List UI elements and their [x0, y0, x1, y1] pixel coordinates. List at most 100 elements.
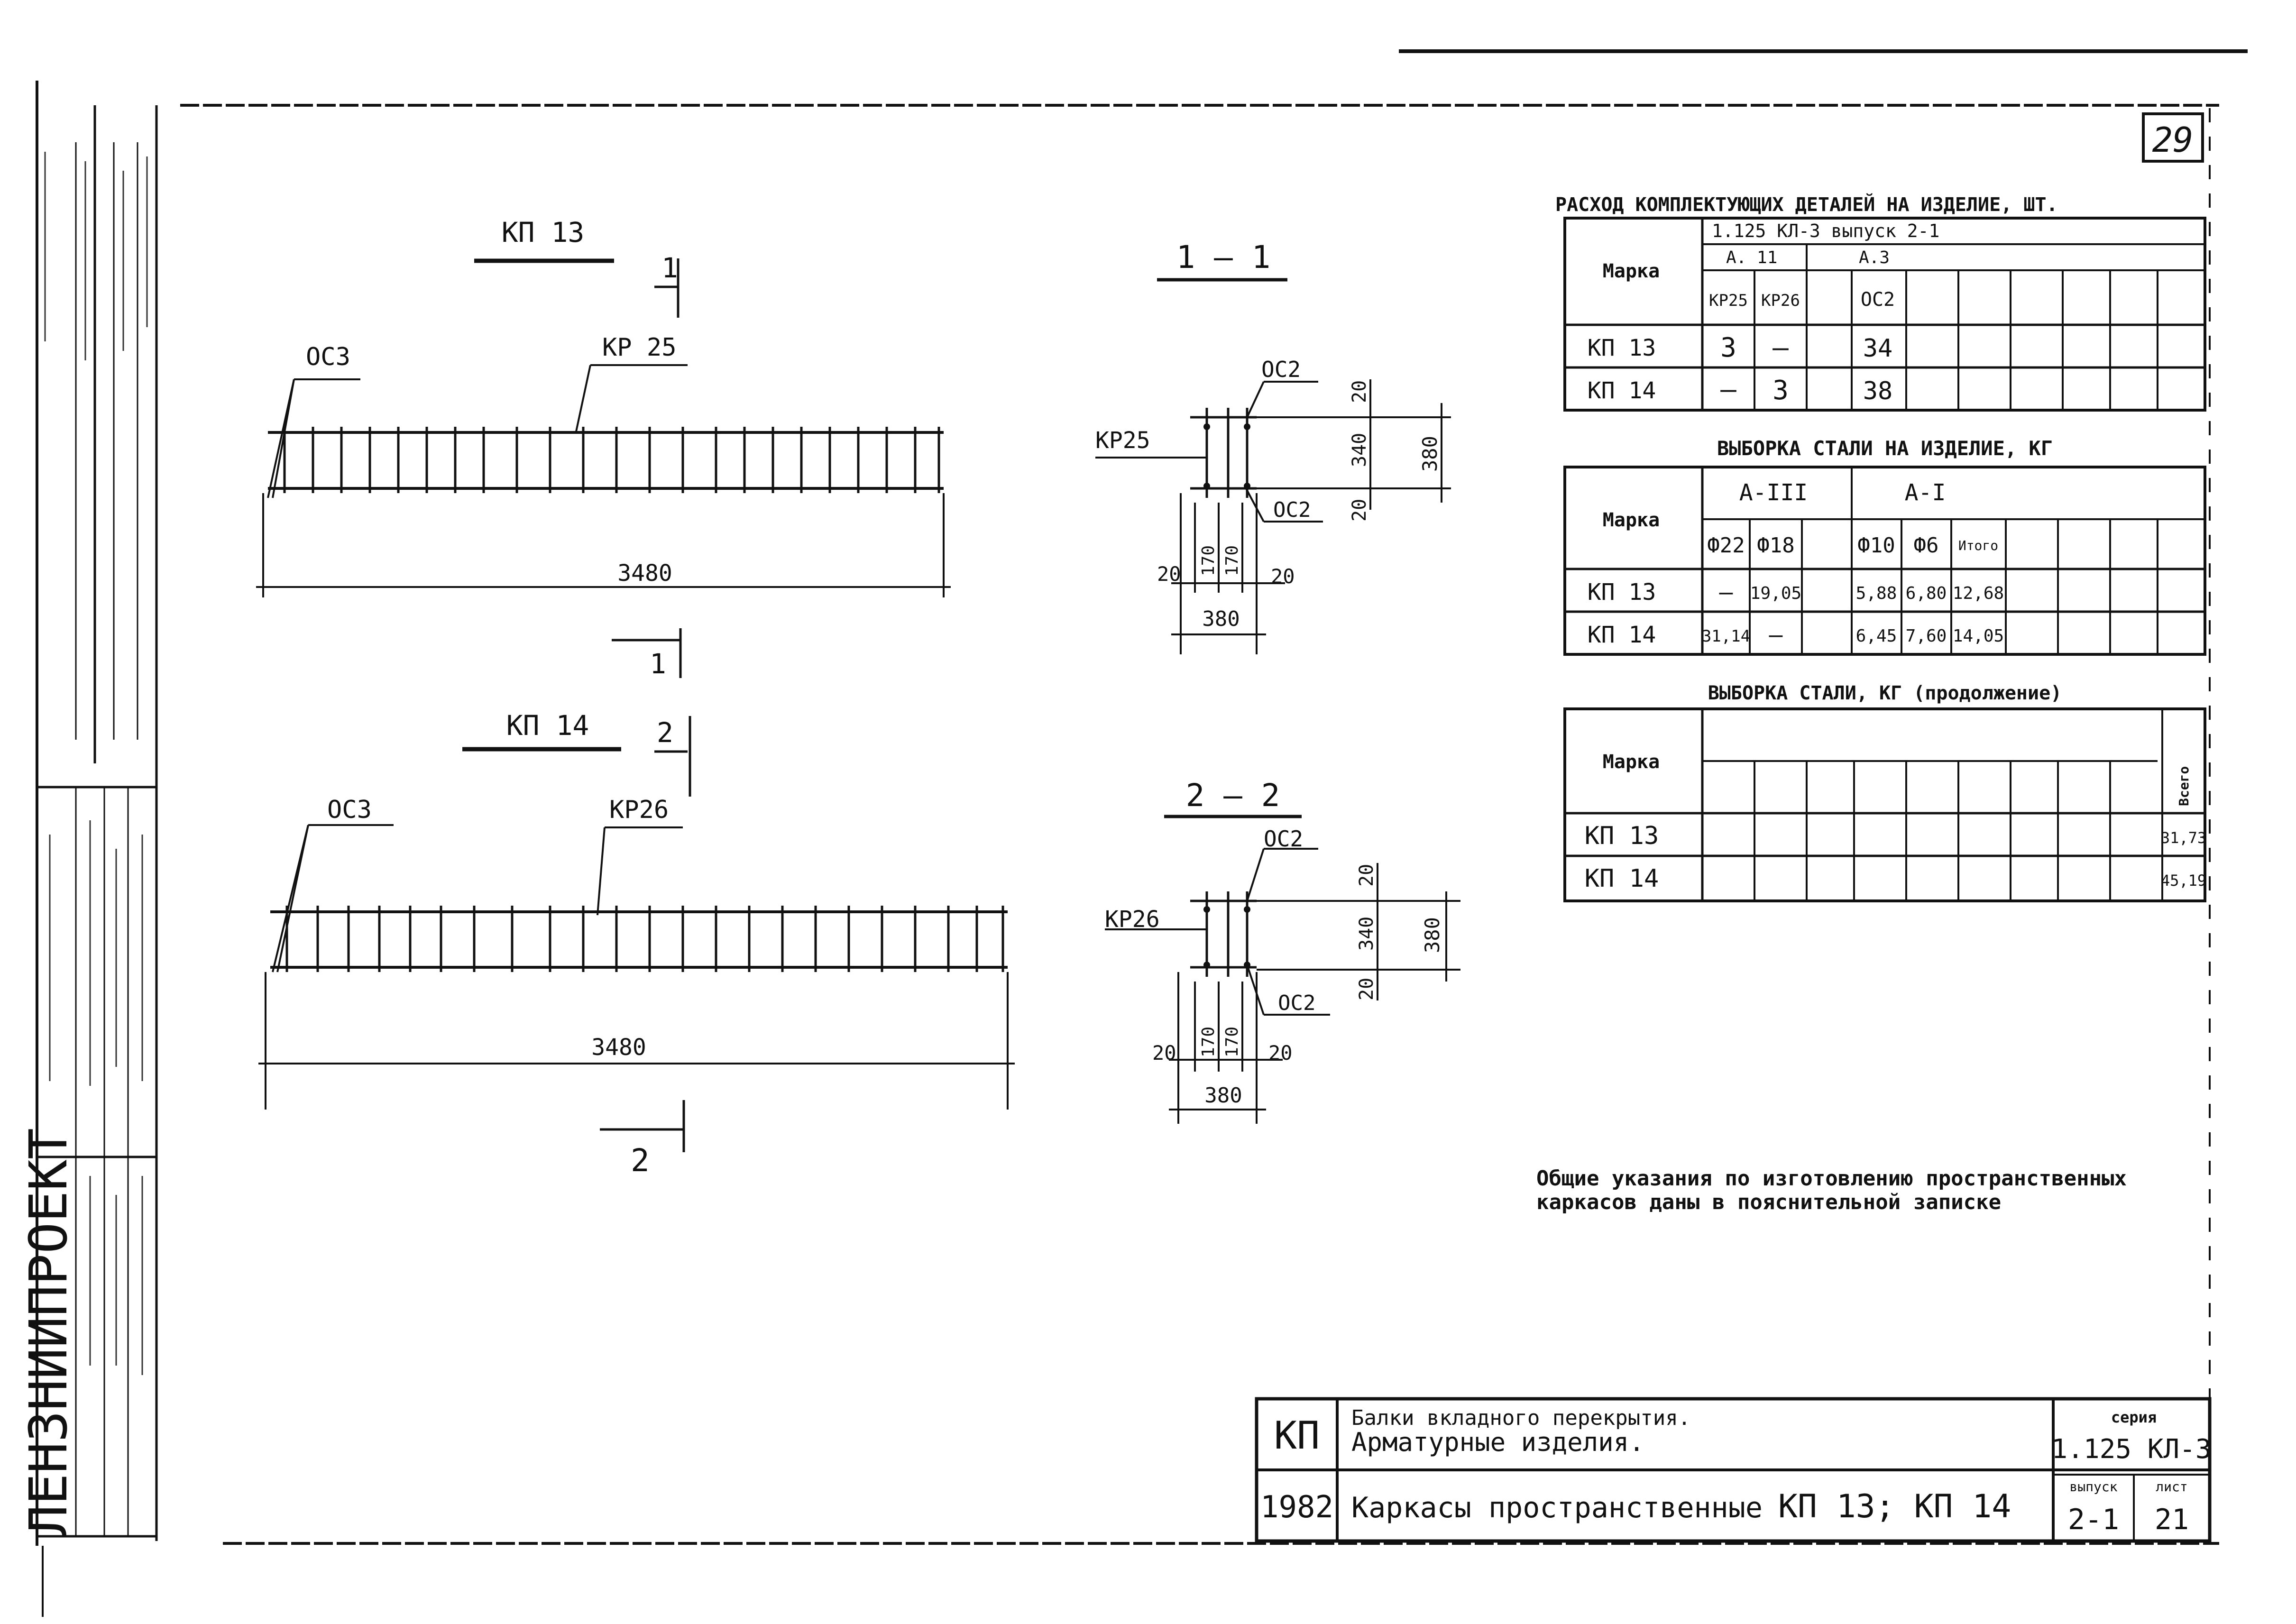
left-stamp: ЛЕНЗНИИПРОЕКТ — [18, 105, 158, 1541]
tb-sheet-value: 21 — [2155, 1503, 2189, 1536]
s1-dim-380-v: 380 — [1418, 436, 1442, 472]
s2-dim-170-b: 170 — [1222, 1027, 1242, 1057]
kp13-section-mark-top: 1 — [661, 252, 678, 284]
table-parts-title: РАСХОД КОМПЛЕКТУЮЩИХ ДЕТАЛЕЙ НА ИЗДЕЛИЕ,… — [1555, 193, 2058, 216]
title-block: КП 1982 Балки вкладного перекрытия. Арма… — [1255, 1397, 2212, 1543]
tsc-row0-mark: КП 13 — [1585, 822, 1659, 850]
ts-mark-header: Марка — [1603, 509, 1660, 531]
ts-row0-c1: 19,05 — [1750, 584, 1801, 603]
ts-col-3: Ф6 — [1914, 533, 1939, 558]
kp13-label-oc3: ОС3 — [306, 343, 350, 371]
s1-label-oc2-top: ОС2 — [1261, 357, 1301, 382]
ts-col-0: Ф22 — [1707, 533, 1745, 558]
view-kp14: КП 14 2 ОС3 КР26 — [258, 709, 1015, 1179]
sheet-border — [36, 49, 2248, 1617]
tsc-mark-header: Марка — [1603, 751, 1660, 773]
kp14-section-mark-top: 2 — [657, 716, 673, 749]
tp-row0-mark: КП 13 — [1588, 335, 1656, 361]
table-steel: ВЫБОРКА СТАЛИ НА ИЗДЕЛИЕ, КГ Марка А-III… — [1563, 437, 2206, 656]
tb-line-4: КП 13; КП 14 — [1778, 1488, 2011, 1525]
s1-dim-20-side: 20 — [1349, 499, 1370, 522]
s2-dim-170-a: 170 — [1199, 1027, 1218, 1057]
kp13-label-kp: КР 25 — [602, 333, 677, 362]
s2-dim-20-side: 20 — [1356, 978, 1378, 1000]
s2-label-oc2-top: ОС2 — [1264, 826, 1303, 852]
ts-col-2: Ф10 — [1857, 533, 1895, 558]
s2-dim-20-left: 20 — [1152, 1041, 1176, 1064]
note-line-2: каркасов даны в пояснительной записке — [1536, 1190, 2001, 1214]
tb-issue-value: 2-1 — [2068, 1503, 2119, 1536]
tp-row1-c2: 38 — [1863, 377, 1893, 405]
s1-label-kp: КР25 — [1095, 427, 1150, 454]
tsc-row0-total: 31,73 — [2161, 829, 2206, 847]
section-1-1: 1 — 1 20 340 380 20 ОС2 КР25 ОС2 — [1095, 239, 1451, 654]
tsc-row1-mark: КП 14 — [1585, 864, 1659, 893]
ts-group1: А-III — [1739, 479, 1808, 506]
ts-row1-c2: 6,45 — [1856, 626, 1897, 646]
table-steel-cont: ВЫБОРКА СТАЛИ, КГ (продолжение) Марка Вс… — [1563, 682, 2206, 902]
tp-mark-header: Марка — [1603, 260, 1660, 282]
kp13-title: КП 13 — [502, 216, 585, 248]
sheet-number-box: 29 — [2142, 112, 2204, 163]
s2-label-oc2-mid: ОС2 — [1278, 991, 1315, 1015]
tp-row0-c0: 3 — [1720, 332, 1736, 363]
s1-dim-170-a: 170 — [1199, 545, 1218, 576]
tb-line-3: Каркасы пространственные — [1351, 1491, 1763, 1524]
tsc-row1-total: 45,19 — [2161, 872, 2206, 890]
tb-code: КП — [1274, 1413, 1320, 1458]
ts-col-4: Итого — [1958, 538, 1998, 553]
tp-series: 1.125 КЛ-3 выпуск 2-1 — [1712, 220, 1939, 241]
tb-year: 1982 — [1260, 1490, 1333, 1525]
ts-row1-mark: КП 14 — [1588, 622, 1656, 648]
ts-row1-c0: 31,14 — [1702, 627, 1750, 646]
tp-row1-c1: 3 — [1773, 375, 1789, 406]
tp-row1-mark: КП 14 — [1588, 377, 1656, 404]
ts-row1-c4: 14,05 — [1953, 626, 2004, 646]
ts-row0-c3: 6,80 — [1906, 584, 1947, 603]
tsc-total-header: Всего — [2176, 766, 2192, 806]
kp14-title: КП 14 — [506, 709, 589, 742]
kp14-label-kp: КР26 — [609, 796, 669, 824]
s2-dim-20-top: 20 — [1356, 864, 1378, 887]
tb-series-value: 1.125 КЛ-3 — [2051, 1434, 2211, 1465]
s2-dim-380-v: 380 — [1421, 917, 1444, 953]
tp-col-0: КР25 — [1709, 291, 1748, 310]
s2-dim-380-h: 380 — [1204, 1083, 1242, 1108]
tp-row0-c1: — — [1773, 332, 1789, 363]
s1-dim-380-h: 380 — [1202, 607, 1240, 631]
table-steel-cont-title: ВЫБОРКА СТАЛИ, КГ (продолжение) — [1708, 682, 2062, 704]
tb-issue-label: выпуск — [2069, 1479, 2117, 1495]
s2-label-kp: КР26 — [1105, 906, 1160, 933]
sheet-number: 29 — [2152, 120, 2194, 160]
kp13-length: 3480 — [617, 560, 672, 587]
tp-group2: А.3 — [1859, 248, 1890, 267]
tb-line-1: Балки вкладного перекрытия. — [1351, 1406, 1690, 1430]
s2-dim-20-right: 20 — [1268, 1041, 1293, 1064]
ts-row1-c3: 7,60 — [1906, 626, 1947, 646]
tp-group1: А. 11 — [1726, 248, 1777, 267]
kp14-length: 3480 — [591, 1034, 646, 1061]
section-2-2: 2 — 2 20 340 380 20 ОС2 КР26 ОС2 20 — [1105, 777, 1460, 1124]
table-steel-title: ВЫБОРКА СТАЛИ НА ИЗДЕЛИЕ, КГ — [1717, 437, 2053, 460]
ts-row0-c4: 12,68 — [1953, 584, 2004, 603]
tp-col-1: КР26 — [1761, 291, 1800, 310]
s1-dim-170-b: 170 — [1222, 545, 1242, 576]
ts-col-1: Ф18 — [1757, 533, 1794, 558]
table-parts: РАСХОД КОМПЛЕКТУЮЩИХ ДЕТАЛЕЙ НА ИЗДЕЛИЕ,… — [1555, 193, 2206, 412]
tb-series-label: серия — [2111, 1408, 2157, 1426]
ts-row0-c0: — — [1719, 579, 1733, 606]
s1-dim-20-top: 20 — [1349, 380, 1370, 403]
section-2-title: 2 — 2 — [1186, 777, 1280, 814]
kp14-section-mark-bottom: 2 — [631, 1142, 650, 1179]
tp-col-2: ОС2 — [1861, 289, 1895, 311]
section-1-title: 1 — 1 — [1176, 239, 1271, 275]
tb-line-2: Арматурные изделия. — [1351, 1427, 1644, 1457]
kp14-label-oc3: ОС3 — [327, 796, 372, 824]
general-note: Общие указания по изготовлению пространс… — [1536, 1166, 2127, 1214]
note-line-1: Общие указания по изготовлению пространс… — [1536, 1166, 2127, 1191]
tp-row0-c2: 34 — [1863, 334, 1893, 363]
ts-row0-c2: 5,88 — [1856, 584, 1897, 603]
s1-dim-20-right: 20 — [1271, 565, 1295, 588]
s1-dim-20-left: 20 — [1157, 562, 1181, 586]
